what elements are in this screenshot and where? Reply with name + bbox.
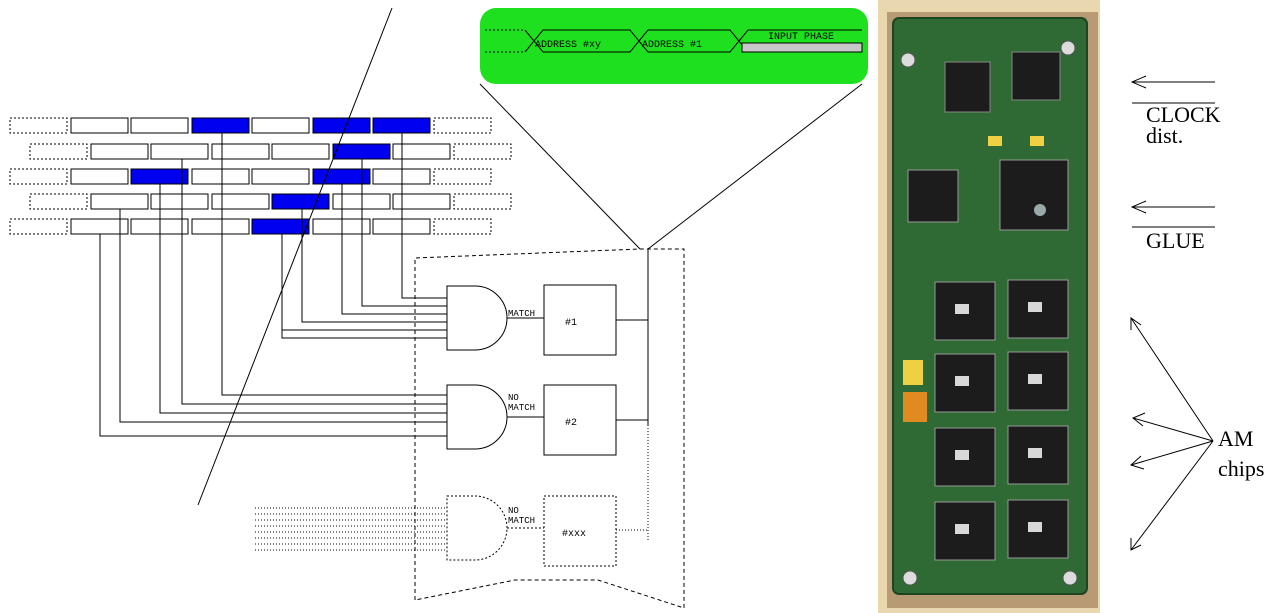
glue-chip <box>1000 160 1068 230</box>
bit-cell <box>212 144 269 159</box>
active-bit-cell <box>272 194 329 209</box>
wire <box>282 234 447 330</box>
cell-box-1 <box>544 285 616 355</box>
am-chips-label: chips <box>1218 456 1264 481</box>
clock-chip <box>1012 52 1060 100</box>
active-bit-cell <box>333 144 390 159</box>
bit-cell <box>454 144 511 159</box>
zoom-line-left <box>480 84 640 249</box>
bit-cell <box>212 194 269 209</box>
yellow-component <box>1030 136 1044 146</box>
bit-cell <box>91 194 148 209</box>
pattern-bit-rows <box>10 118 511 234</box>
bit-cell <box>252 118 309 133</box>
bit-cell <box>131 118 188 133</box>
gate-label-match-3: MATCH <box>508 516 535 526</box>
active-bit-cell <box>373 118 430 133</box>
gate-label-no-3: NO <box>508 506 519 516</box>
bus-label-address-xy: ADDRESS #xy <box>535 40 601 51</box>
and-gate-xxx <box>447 496 507 560</box>
active-bit-cell <box>313 118 370 133</box>
clock-dist-label: dist. <box>1146 123 1183 148</box>
wire <box>120 209 447 422</box>
gate-label-no: NO <box>508 393 519 403</box>
cell-box-2 <box>544 385 616 455</box>
side-component <box>903 392 927 422</box>
glue-chip <box>908 170 958 222</box>
glue-label: GLUE <box>1146 228 1205 253</box>
slash-line <box>198 8 392 505</box>
bit-cell <box>151 144 208 159</box>
active-bit-cell <box>131 169 188 184</box>
zoom-line-right <box>648 84 862 249</box>
cell-label-xxx: #xxx <box>562 529 586 540</box>
active-bit-cell <box>313 169 370 184</box>
board-photo <box>878 0 1100 613</box>
bit-cell <box>434 219 491 234</box>
bit-cell <box>434 169 491 184</box>
mount-hole <box>1061 41 1075 55</box>
active-bit-cell <box>192 118 249 133</box>
bus-banner: ADDRESS #xy ADDRESS #1 INPUT PHASE <box>480 8 868 84</box>
bit-cell <box>192 169 249 184</box>
bit-cell <box>91 144 148 159</box>
and-gate-match <box>447 286 507 350</box>
bit-cell <box>71 219 128 234</box>
bit-cell <box>71 169 128 184</box>
bit-cell <box>10 219 67 234</box>
bit-cell <box>272 144 329 159</box>
bit-cell <box>30 194 87 209</box>
active-bit-cell <box>252 219 309 234</box>
am-arrows <box>1131 318 1213 550</box>
bit-cell <box>10 118 67 133</box>
mount-hole <box>903 571 917 585</box>
bit-cell <box>434 118 491 133</box>
bit-cell <box>30 144 87 159</box>
gate-label-match-2: MATCH <box>508 403 535 413</box>
bit-cell <box>252 169 309 184</box>
mount-hole <box>1063 571 1077 585</box>
chip-marker <box>1034 204 1046 216</box>
input-phase-bar <box>742 43 862 52</box>
yellow-component <box>988 136 1002 146</box>
cell-label-2: #2 <box>565 418 577 429</box>
bit-cell <box>10 169 67 184</box>
and-gate-no-match <box>447 385 507 449</box>
gate-label-match: MATCH <box>508 309 535 319</box>
bit-cell <box>454 194 511 209</box>
cell-label-1: #1 <box>565 318 577 329</box>
am-label: AM <box>1218 426 1253 451</box>
side-component <box>903 360 923 385</box>
bit-cell <box>192 219 249 234</box>
dotted-wires <box>255 508 447 550</box>
clock-chip <box>945 62 990 112</box>
bus-label-address-1: ADDRESS #1 <box>642 40 702 51</box>
mount-hole <box>901 53 915 67</box>
bus-label-input-phase: INPUT PHASE <box>768 32 834 43</box>
wire <box>100 234 447 436</box>
bit-cell <box>71 118 128 133</box>
